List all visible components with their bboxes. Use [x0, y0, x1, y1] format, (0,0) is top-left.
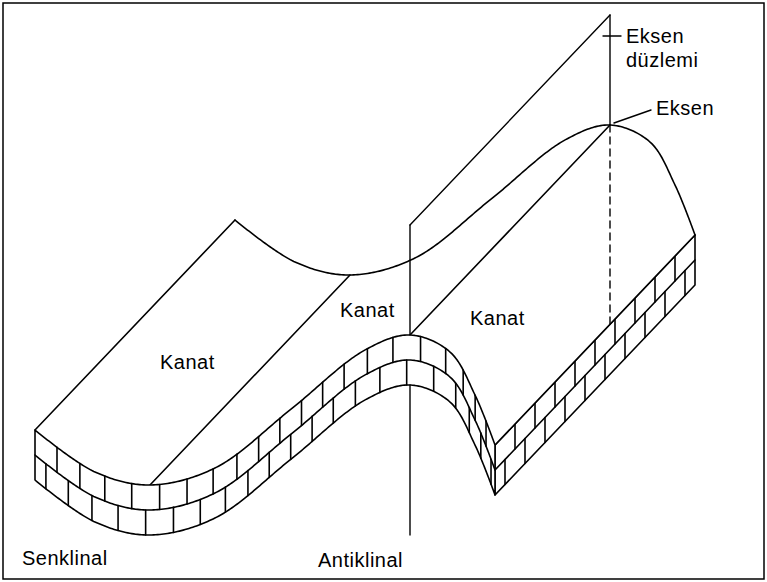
leader-line — [614, 110, 651, 123]
brick-joint — [322, 382, 324, 407]
brick-joint — [654, 277, 656, 302]
frame — [3, 3, 764, 579]
brick-joint — [258, 437, 260, 462]
brick-joint — [173, 507, 175, 532]
brick-joint — [474, 395, 476, 420]
brick-joint — [225, 487, 227, 512]
brick-joint — [544, 418, 546, 443]
brick-joint — [268, 452, 270, 477]
top-surface — [35, 125, 695, 485]
brick-joint — [145, 510, 147, 535]
brick-joint — [392, 337, 394, 362]
brick-joint — [406, 360, 408, 385]
left-edge — [35, 220, 235, 430]
brick-joint — [79, 463, 81, 488]
brick-joint — [524, 439, 526, 464]
brick-joint — [490, 459, 492, 484]
brick-joint — [199, 499, 201, 524]
limb-label: Kanat — [340, 298, 395, 322]
brick-joint — [67, 481, 69, 506]
brick-joint — [131, 484, 133, 509]
brick-joint — [279, 418, 281, 443]
brick-joint — [504, 460, 506, 485]
plane-edge — [409, 385, 410, 535]
brick-joint — [420, 337, 422, 362]
brick-joint — [455, 383, 457, 408]
brick-joint — [343, 364, 345, 389]
brick-joint — [236, 454, 238, 479]
brick-joint — [91, 496, 93, 521]
brick-joint — [159, 484, 161, 509]
syncline-label: Senklinal — [22, 546, 108, 570]
brick-joint — [684, 271, 686, 296]
brick-joint — [534, 403, 536, 428]
plane-edge — [609, 15, 610, 125]
leader-line — [603, 35, 621, 36]
front-face — [35, 335, 495, 535]
brick-joint — [514, 424, 516, 449]
brick-joint — [485, 421, 487, 446]
axial-plane-label: Eksen düzlemi — [626, 24, 706, 72]
brick-joint — [594, 340, 596, 365]
brick-joint — [554, 382, 556, 407]
axis-label: Eksen — [656, 96, 714, 120]
brick-joint — [301, 401, 303, 426]
axial-plane — [410, 15, 651, 535]
plane-edge-hidden — [609, 125, 610, 325]
brick-joint — [468, 408, 470, 433]
brick-joint — [212, 469, 214, 494]
brick-joint — [433, 366, 435, 391]
limb-label: Kanat — [160, 350, 215, 374]
brick-joint — [355, 381, 357, 406]
brick-joint — [674, 256, 676, 281]
brick-joint — [624, 334, 626, 359]
brick-joint — [604, 355, 606, 380]
brick-joint — [290, 434, 292, 459]
plane-edge — [409, 225, 410, 335]
back-edge — [235, 125, 695, 275]
anticline-label: Antiklinal — [318, 548, 403, 572]
brick-joint — [462, 370, 464, 395]
brick-joint — [379, 367, 381, 392]
brick-joint — [186, 479, 188, 504]
right-edge — [495, 235, 695, 445]
brick-joint — [480, 433, 482, 458]
brick-joint — [584, 376, 586, 401]
brick-joint — [664, 292, 666, 317]
brick-joint — [614, 319, 616, 344]
brick-joint — [247, 471, 249, 496]
brick-joint — [634, 298, 636, 323]
anticline-hinge — [410, 125, 610, 335]
brick-joint — [332, 398, 334, 423]
limb-label: Kanat — [470, 306, 525, 330]
brick-joint — [45, 464, 47, 489]
brick-joint — [56, 447, 58, 472]
brick-joint — [564, 397, 566, 422]
fold-block — [35, 125, 695, 535]
plane-edge — [410, 15, 610, 225]
brick-joint — [117, 506, 119, 531]
brick-joint — [445, 349, 447, 374]
brick-joint — [367, 349, 369, 374]
brick-joint — [311, 416, 313, 441]
brick-joint — [574, 361, 576, 386]
brick-joint — [644, 313, 646, 338]
layer-line — [35, 360, 495, 510]
brick-joint — [104, 476, 106, 501]
